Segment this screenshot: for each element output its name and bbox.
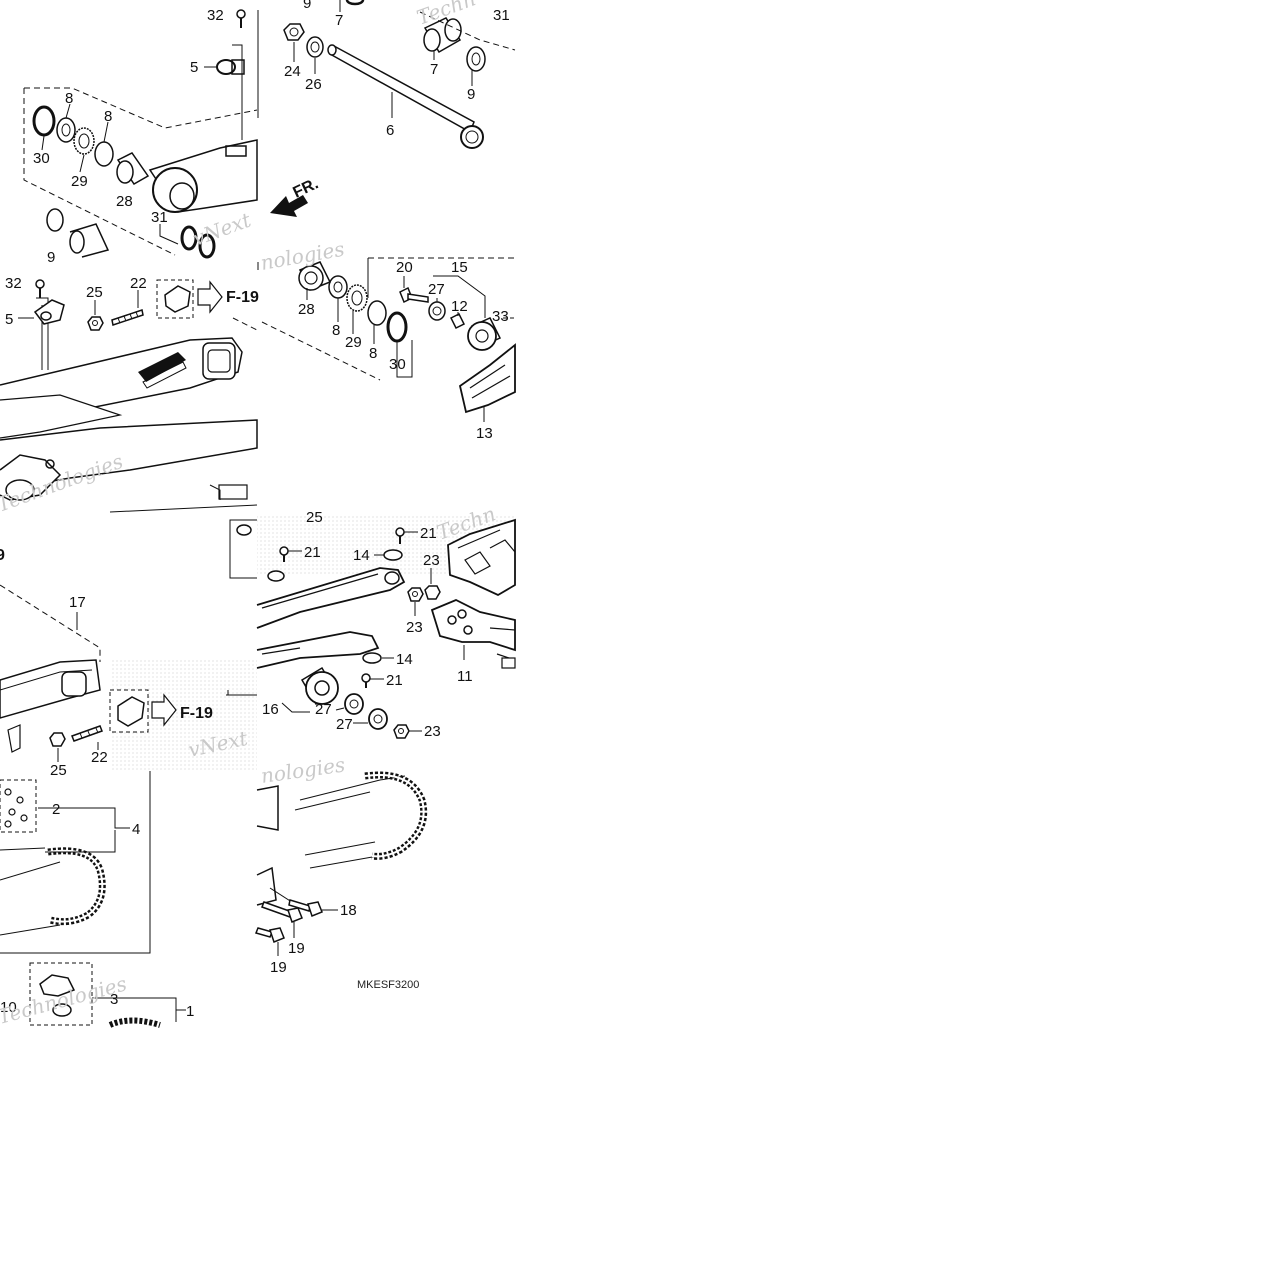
- callout-t7-4: 1: [186, 1003, 194, 1020]
- ref-f19-a: F-19: [226, 289, 259, 306]
- ref-f19-b: F-19: [180, 705, 213, 722]
- callout-t6-7: 14: [396, 651, 413, 668]
- tile-swingarm-side: 9 17 22 25 F-19 vNext: [0, 547, 257, 779]
- callout-t7-1: 4: [132, 821, 140, 838]
- callout-t6-9: 16: [262, 701, 279, 718]
- callout-t6-10: 27: [315, 701, 332, 718]
- callout-t2-6: 9: [467, 86, 475, 103]
- callout-t2-5: 7: [430, 61, 438, 78]
- callout-t2-4: 26: [305, 76, 322, 93]
- callout-t5-3: 25: [50, 762, 67, 779]
- callout-t7-3: 3: [110, 991, 118, 1008]
- callout-t1-7: 31: [151, 209, 168, 226]
- callout-t1-0: 32: [207, 7, 224, 24]
- callout-t2-1: 7: [335, 12, 343, 29]
- callout-t2-0: 9: [303, 0, 311, 12]
- tile-chain-bolts: 18 19 19 MKESF3200 nologies: [254, 752, 428, 991]
- callout-t1-8: 9: [47, 249, 55, 266]
- callout-t6-3: 14: [353, 547, 370, 564]
- callout-t4-7: 29: [345, 334, 362, 351]
- tile-linkage: 25 21 21 14 23 23 11 14 21 16 27 27 23 T…: [227, 501, 516, 740]
- callout-t2-2: 31: [493, 7, 510, 24]
- callout-t3-0: 32: [5, 275, 22, 292]
- callout-t2-7: 6: [386, 122, 394, 139]
- callout-t1-1: 5: [190, 59, 198, 76]
- callout-t6-11: 27: [336, 716, 353, 733]
- callout-t1-5: 29: [71, 173, 88, 190]
- callout-t4-10: 13: [476, 425, 493, 442]
- callout-t4-0: 20: [396, 259, 413, 276]
- callout-t3-3: 5: [5, 311, 13, 328]
- callout-t1-4: 30: [33, 150, 50, 167]
- callout-t1-3: 8: [104, 108, 112, 125]
- callout-t6-0: 25: [306, 509, 323, 526]
- tile-swingarm: 32 25 22 5 F-19 Technologies: [0, 275, 259, 517]
- callout-t8-2: 19: [270, 959, 287, 976]
- callout-t4-4: 33: [492, 308, 509, 325]
- tile-pivot-right: 20 15 27 12 33 28 8 29 8 30 13 nologies: [257, 237, 516, 442]
- callout-t6-1: 21: [420, 525, 437, 542]
- callout-t4-9: 30: [389, 356, 406, 373]
- callout-t2-3: 24: [284, 63, 301, 80]
- callout-t6-5: 23: [406, 619, 423, 636]
- callout-t5-2: 22: [91, 749, 108, 766]
- callout-t4-8: 8: [369, 345, 377, 362]
- ref-9-partial: 9: [0, 547, 5, 564]
- callout-t3-1: 25: [86, 284, 103, 301]
- diagram-code: MKESF3200: [357, 979, 419, 991]
- callout-t1-6: 28: [116, 193, 133, 210]
- callout-t7-0: 2: [52, 801, 60, 818]
- callout-t6-6: 11: [457, 668, 473, 685]
- callout-t6-2: 21: [304, 544, 321, 561]
- callout-t3-2: 22: [130, 275, 147, 292]
- callout-t6-12: 23: [424, 723, 441, 740]
- callout-t4-6: 8: [332, 322, 340, 339]
- callout-t4-3: 12: [451, 298, 468, 315]
- callout-t7-2: 10: [0, 999, 17, 1016]
- callout-t4-2: 27: [428, 281, 445, 298]
- callout-t8-0: 18: [340, 902, 357, 919]
- callout-t6-4: 23: [423, 552, 440, 569]
- callout-t5-1: 17: [69, 594, 86, 611]
- callout-t1-2: 8: [65, 90, 73, 107]
- callout-t4-1: 15: [451, 259, 468, 276]
- callout-t6-8: 21: [386, 672, 403, 689]
- callout-t4-5: 28: [298, 301, 315, 318]
- callout-t8-1: 19: [288, 940, 305, 957]
